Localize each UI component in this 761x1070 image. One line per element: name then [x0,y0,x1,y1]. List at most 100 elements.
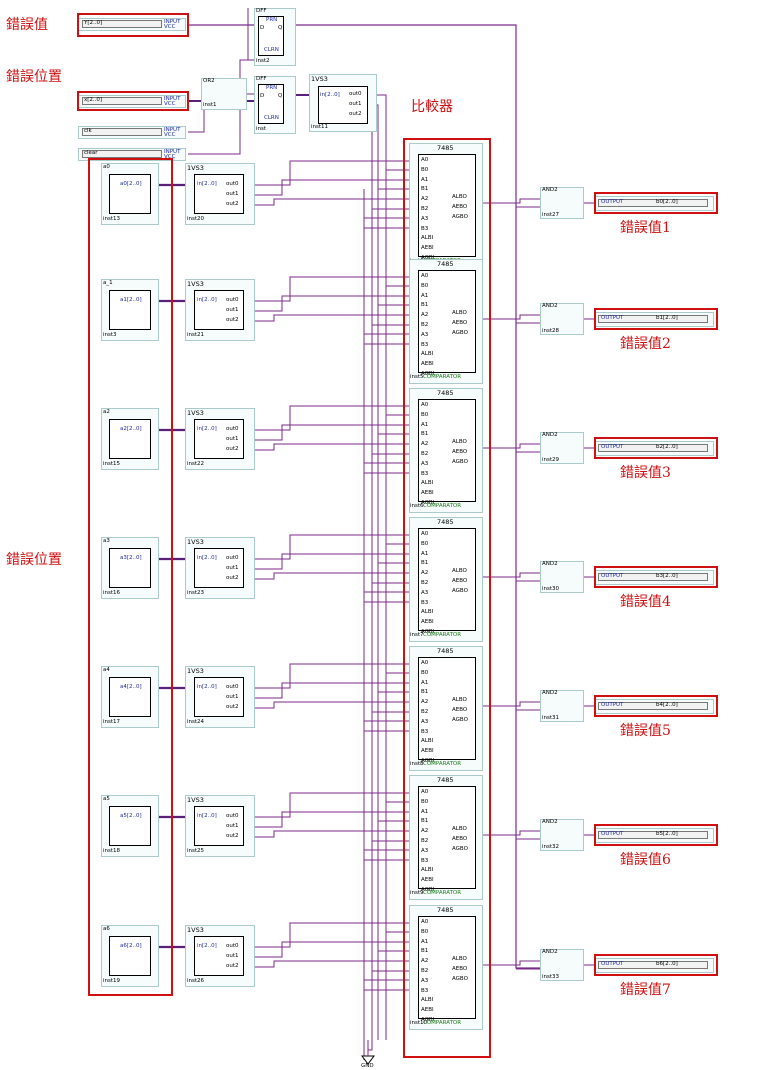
a-block-1[interactable] [109,290,151,330]
cmp-in-5-8: ALBI [421,867,434,874]
cmp-footer-2: COMPARATOR [423,503,462,509]
cmp-in-5-3: B1 [421,818,429,825]
annotation-output-2: 錯誤值3 [620,465,671,481]
output-port-5[interactable] [598,831,708,839]
vs3-block-3[interactable] [194,548,244,588]
cmp-in-0-0: A0 [421,157,429,163]
cmp-in-6-2: A1 [421,938,429,945]
input-pin-clk[interactable] [82,128,162,136]
a-block-sym-5: a5[2..0] [120,813,142,819]
cmp-in-1-4: A2 [421,312,429,319]
top-vs3-block[interactable] [318,86,368,124]
cmp-in-2-10: AGBI [421,500,435,506]
cmp-out-1-2: AGBO [452,330,468,336]
a-block-sym-1: a1[2..0] [120,297,142,303]
cmp-block-3[interactable] [418,528,476,631]
dff-0[interactable] [258,16,284,56]
cmp-out-1-0: ALBO [452,310,467,316]
cmp-out-6-0: ALBO [452,956,467,962]
cmp-in-0-1: B0 [421,166,429,173]
input-pin-x-name: x[2..0] [84,97,103,103]
input-pin-x-type: INPUT [164,96,181,102]
cmp-out-3-2: AGBO [452,588,468,594]
output-port-3[interactable] [598,573,708,581]
a-block-0[interactable] [109,174,151,214]
annotation-output-3: 錯誤值4 [620,594,671,610]
vs3-out-6-1: out1 [226,953,239,959]
cmp-block-0[interactable] [418,154,476,257]
cmp-in-4-9: AEBI [421,748,434,755]
or-gate-type: OR2 [203,78,215,84]
top-vs3-in: in[2..0] [320,92,340,98]
output-port-2[interactable] [598,444,708,452]
vs3-block-4[interactable] [194,677,244,717]
output-port-6[interactable] [598,961,708,969]
output-annot-box-3 [594,566,718,588]
error-position-input-box [77,91,189,111]
wire-vs3-to-cmp-5-1 [244,811,418,828]
cmp-title-2: 7485 [437,389,454,397]
annotation-output-0: 錯誤值1 [620,220,671,236]
output-annot-box-5 [594,824,718,846]
a-block-2[interactable] [109,419,151,459]
vs3-out-0-0: out0 [226,181,239,187]
vs3-block-5[interactable] [194,806,244,846]
output-port-0[interactable] [598,199,708,207]
vs3-block-1[interactable] [194,290,244,330]
cmp-in-3-1: B0 [421,540,429,547]
wire-vs3-out0 [368,94,387,1040]
input-pin-clear[interactable] [82,150,162,158]
wire-vs3-to-cmp-3-1 [244,553,418,570]
and-frame-0 [540,187,584,219]
a-block-inst-4: inst17 [103,719,121,725]
cmp-in-0-9: AEBI [421,245,434,252]
or-gate-frame [201,78,247,110]
a-block-title-4: a4 [103,667,110,673]
input-pin-x[interactable] [82,97,162,105]
and-inst-2: inst29 [542,457,560,463]
a-block-5[interactable] [109,806,151,846]
a-block-3[interactable] [109,548,151,588]
cmp-in-1-10: AGBI [421,371,435,377]
a-block-inst-6: inst19 [103,978,121,984]
wire-vs3-to-cmp-4-0 [244,663,418,689]
vs3-block-2[interactable] [194,419,244,459]
vs3-inst-2: inst22 [187,461,205,467]
cmp-block-4[interactable] [418,657,476,760]
vs3-title-4: 1VS3 [187,667,204,675]
cmp-in-4-1: B0 [421,669,429,676]
output-port-4[interactable] [598,702,708,710]
cmp-block-1[interactable] [418,270,476,373]
vs3-inst-3: inst23 [187,590,205,596]
vs3-block-6[interactable] [194,936,244,976]
cmp-in-3-10: AGBI [421,629,435,635]
and-frame-6 [540,949,584,981]
and-inst-0: inst27 [542,212,560,218]
input-pin-y[interactable] [82,20,162,28]
cmp-in-6-9: AEBI [421,1007,434,1014]
output-port-1[interactable] [598,315,708,323]
cmp-in-6-5: B2 [421,968,429,974]
cmp-block-2[interactable] [418,399,476,502]
cmp-out-2-0: ALBO [452,439,467,445]
a-block-sym-4: a4[2..0] [120,684,142,690]
cmp-out-4-1: AEBO [452,707,468,713]
a-block-6[interactable] [109,936,151,976]
vs3-block-0[interactable] [194,174,244,214]
a-block-4[interactable] [109,677,151,717]
top-vs3-out2: out2 [349,111,362,117]
and-type-2: AND2 [542,432,558,438]
cmp-block-5[interactable] [418,786,476,889]
dff-1[interactable] [258,84,284,124]
a-block-inst-2: inst15 [103,461,121,467]
output-annot-box-4 [594,695,718,717]
vs3-in-3: in[2..0] [197,555,217,561]
cmp-in-1-7: B3 [421,341,429,348]
cmp-in-5-7: B3 [421,857,429,864]
and-frame-3 [540,561,584,593]
wire-cmp-to-and-4 [476,701,545,707]
vs3-in-1: in[2..0] [197,297,217,303]
cmp-in-4-5: B2 [421,709,429,715]
cmp-block-6[interactable] [418,916,476,1019]
